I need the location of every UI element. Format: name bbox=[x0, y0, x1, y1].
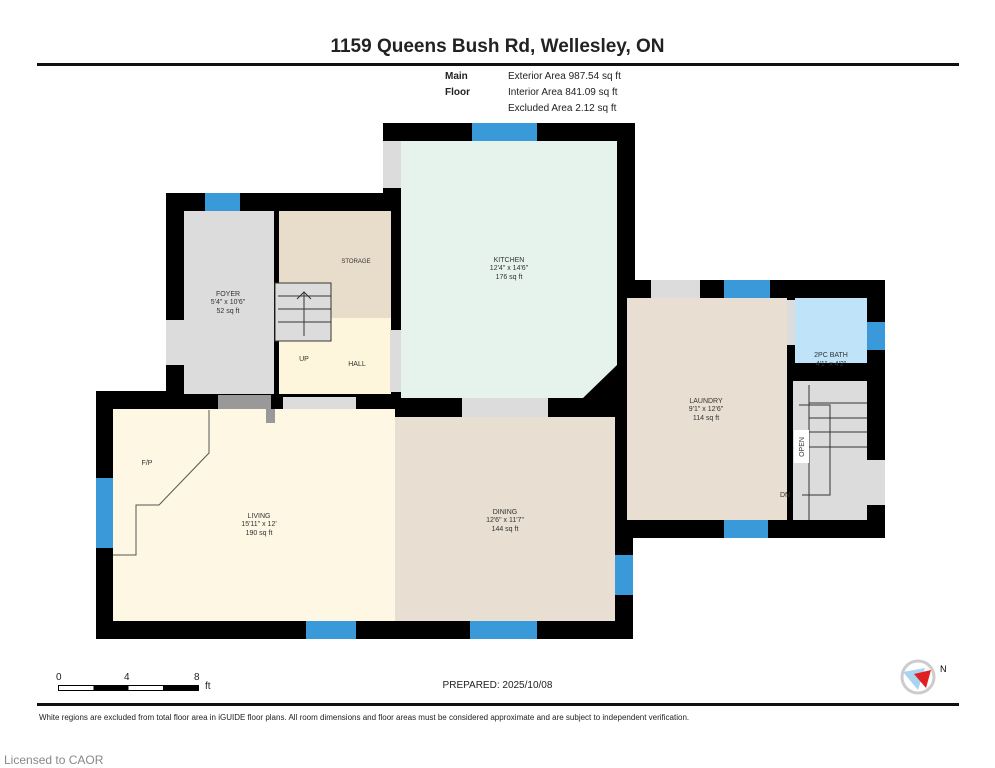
foyer-dims: 5'4" x 10'6" bbox=[211, 299, 246, 306]
door-openings bbox=[166, 141, 885, 505]
interior-area: Interior Area 841.09 sq ft bbox=[508, 87, 618, 98]
scale-tick-8: 8 bbox=[194, 672, 200, 683]
kitchen-area: 176 sq ft bbox=[496, 274, 523, 281]
foyer-name: FOYER bbox=[216, 291, 240, 298]
room-foyer bbox=[184, 211, 274, 394]
fireplace-label: F/P bbox=[142, 460, 153, 467]
disclaimer: White regions are excluded from total fl… bbox=[39, 713, 690, 722]
dining-dims: 12'6" x 11'7" bbox=[486, 517, 524, 524]
room-2pc-bath bbox=[795, 298, 867, 363]
living-area: 190 sq ft bbox=[246, 530, 273, 537]
scale-unit: ft bbox=[205, 681, 211, 692]
floor-label: Main Floor bbox=[445, 71, 470, 98]
prepared-date: PREPARED: 2025/10/08 bbox=[442, 680, 553, 691]
laundry-name: LAUNDRY bbox=[689, 398, 723, 405]
footer-divider bbox=[37, 703, 959, 706]
open-label: OPEN bbox=[799, 437, 806, 457]
scale-tick-4: 4 bbox=[124, 672, 130, 683]
windows bbox=[96, 123, 885, 639]
room-kitchen bbox=[401, 141, 617, 398]
compass-north-label: N bbox=[940, 664, 947, 674]
kitchen-dims: 12'4" x 14'6" bbox=[490, 265, 529, 272]
stair-down-treads bbox=[799, 385, 867, 520]
room-dining bbox=[395, 417, 615, 621]
storage-name: STORAGE bbox=[341, 259, 370, 265]
bath-dims: 4'1" x 4'2" bbox=[816, 361, 847, 368]
bath-name: 2PC BATH bbox=[814, 352, 848, 359]
room-laundry bbox=[627, 298, 787, 520]
hall-name: HALL bbox=[348, 361, 366, 368]
laundry-dims: 9'1" x 12'6" bbox=[689, 406, 724, 413]
living-dims: 15'11" x 12' bbox=[241, 521, 276, 528]
stair-treads bbox=[278, 291, 331, 336]
room-living bbox=[113, 409, 395, 621]
license-watermark: Licensed to CAOR bbox=[4, 753, 104, 767]
dining-name: DINING bbox=[493, 509, 518, 516]
fireplace-outline bbox=[113, 410, 210, 556]
kitchen-name: KITCHEN bbox=[494, 257, 525, 264]
scale-tick-0: 0 bbox=[56, 672, 62, 683]
living-name: LIVING bbox=[248, 513, 271, 520]
exterior-area: Exterior Area 987.54 sq ft bbox=[508, 71, 621, 82]
stairs-up bbox=[274, 282, 332, 342]
foyer-area: 52 sq ft bbox=[217, 308, 240, 315]
dining-area: 144 sq ft bbox=[492, 526, 519, 533]
scale-bar-graphic bbox=[58, 685, 199, 691]
header-divider bbox=[37, 63, 959, 66]
up-label: UP bbox=[299, 356, 309, 363]
excluded-area: Excluded Area 2.12 sq ft bbox=[508, 103, 617, 114]
compass-icon: N bbox=[900, 659, 947, 695]
laundry-area: 114 sq ft bbox=[693, 415, 719, 422]
open-label-box bbox=[794, 430, 809, 463]
page-title: 1159 Queens Bush Rd, Wellesley, ON bbox=[330, 36, 665, 57]
dn-label: DN bbox=[780, 492, 790, 499]
